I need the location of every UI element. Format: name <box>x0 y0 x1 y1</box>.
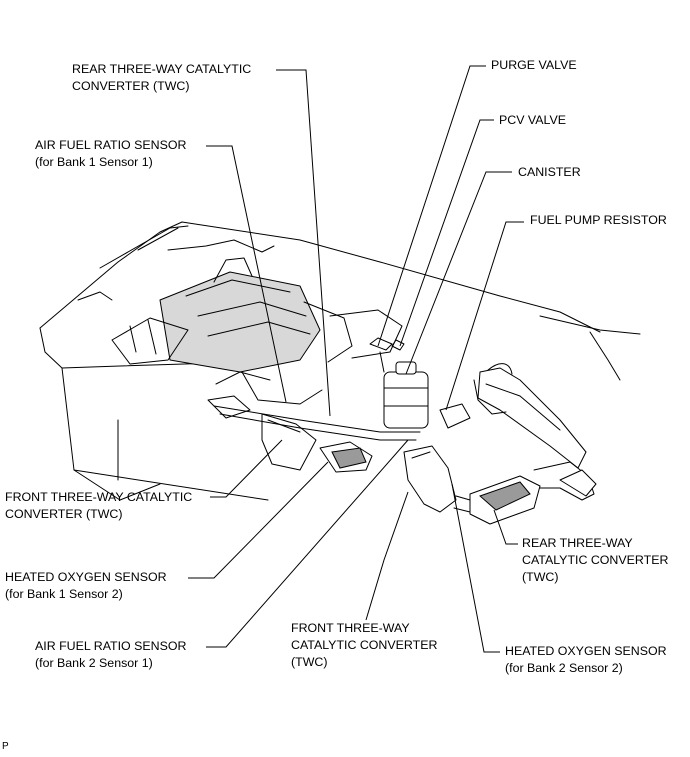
label-front-twc-bottom-line3: (TWC) <box>291 655 328 669</box>
label-af-sensor-b2s1-line2: (for Bank 2 Sensor 1) <box>35 656 153 670</box>
label-af-sensor-b2s1: AIR FUEL RATIO SENSOR (for Bank 2 Sensor… <box>35 638 186 672</box>
leader-af-sensor-b2s1 <box>206 439 409 648</box>
label-ho2-b1s2-line2: (for Bank 1 Sensor 2) <box>5 587 123 601</box>
label-fuel-pump-resistor-line1: FUEL PUMP RESISTOR <box>530 213 667 227</box>
label-rear-twc-right: REAR THREE-WAY CATALYTIC CONVERTER (TWC) <box>522 535 668 586</box>
leader-rear-twc-top <box>276 69 331 417</box>
label-front-twc-bottom-line2: CATALYTIC CONVERTER <box>291 638 438 652</box>
leader-ho2-b2s2 <box>451 483 500 653</box>
label-rear-twc-right-line3: (TWC) <box>522 570 559 584</box>
label-canister-line1: CANISTER <box>518 165 581 179</box>
label-front-twc-left: FRONT THREE-WAY CATALYTIC CONVERTER (TWC… <box>5 489 192 523</box>
leader-pcv-valve <box>399 119 494 347</box>
leader-canister <box>405 171 512 375</box>
rear-twc-shape <box>453 461 597 525</box>
corner-code: P <box>2 741 9 752</box>
canister-shape <box>383 361 429 429</box>
label-ho2-b1s2-line1: HEATED OXYGEN SENSOR <box>5 570 167 584</box>
vehicle-body-outline <box>39 221 641 501</box>
label-rear-twc-top-line2: CONVERTER (TWC) <box>72 79 190 93</box>
label-pcv-valve-line1: PCV VALVE <box>499 113 567 127</box>
label-rear-twc-top: REAR THREE-WAY CATALYTIC CONVERTER (TWC) <box>72 61 251 95</box>
leader-purge-valve <box>377 65 486 347</box>
label-af-sensor-b1s1-line1: AIR FUEL RATIO SENSOR <box>35 138 187 152</box>
label-purge-valve: PURGE VALVE <box>491 57 577 74</box>
label-front-twc-left-line2: CONVERTER (TWC) <box>5 507 123 521</box>
fuel-pump-resistor-shape <box>439 403 471 429</box>
label-ho2-b2s2-line1: HEATED OXYGEN SENSOR <box>505 644 667 658</box>
label-af-sensor-b1s1-line2: (for Bank 1 Sensor 1) <box>35 155 153 169</box>
engine-block <box>111 257 403 419</box>
label-ho2-b2s2-line2: (for Bank 2 Sensor 2) <box>505 661 623 675</box>
label-ho2-b1s2: HEATED OXYGEN SENSOR (for Bank 1 Sensor … <box>5 569 167 603</box>
leader-fuel-pump-resistor <box>445 221 524 411</box>
label-af-sensor-b2s1-line1: AIR FUEL RATIO SENSOR <box>35 639 187 653</box>
label-pcv-valve: PCV VALVE <box>499 112 566 129</box>
leader-rear-twc-right <box>493 509 518 545</box>
label-front-twc-left-line1: FRONT THREE-WAY CATALYTIC <box>5 490 193 504</box>
intake-pipe <box>473 363 587 469</box>
front-exhaust <box>213 405 457 513</box>
label-rear-twc-right-line2: CATALYTIC CONVERTER <box>522 553 669 567</box>
label-ho2-b2s2: HEATED OXYGEN SENSOR (for Bank 2 Sensor … <box>505 643 667 677</box>
leader-ho2-b1s2 <box>188 461 329 579</box>
label-fuel-pump-resistor: FUEL PUMP RESISTOR <box>530 212 667 229</box>
label-front-twc-bottom-line1: FRONT THREE-WAY <box>291 621 410 635</box>
leader-af-sensor-b1s1 <box>206 145 287 403</box>
label-purge-valve-line1: PURGE VALVE <box>491 58 577 72</box>
label-rear-twc-right-line1: REAR THREE-WAY <box>522 536 633 550</box>
label-af-sensor-b1s1: AIR FUEL RATIO SENSOR (for Bank 1 Sensor… <box>35 137 186 171</box>
leader-front-twc-left <box>210 439 283 498</box>
leader-front-twc-bottom <box>365 491 409 621</box>
label-front-twc-bottom: FRONT THREE-WAY CATALYTIC CONVERTER (TWC… <box>291 620 437 671</box>
label-canister: CANISTER <box>518 164 581 181</box>
label-rear-twc-top-line1: REAR THREE-WAY CATALYTIC <box>72 62 252 76</box>
